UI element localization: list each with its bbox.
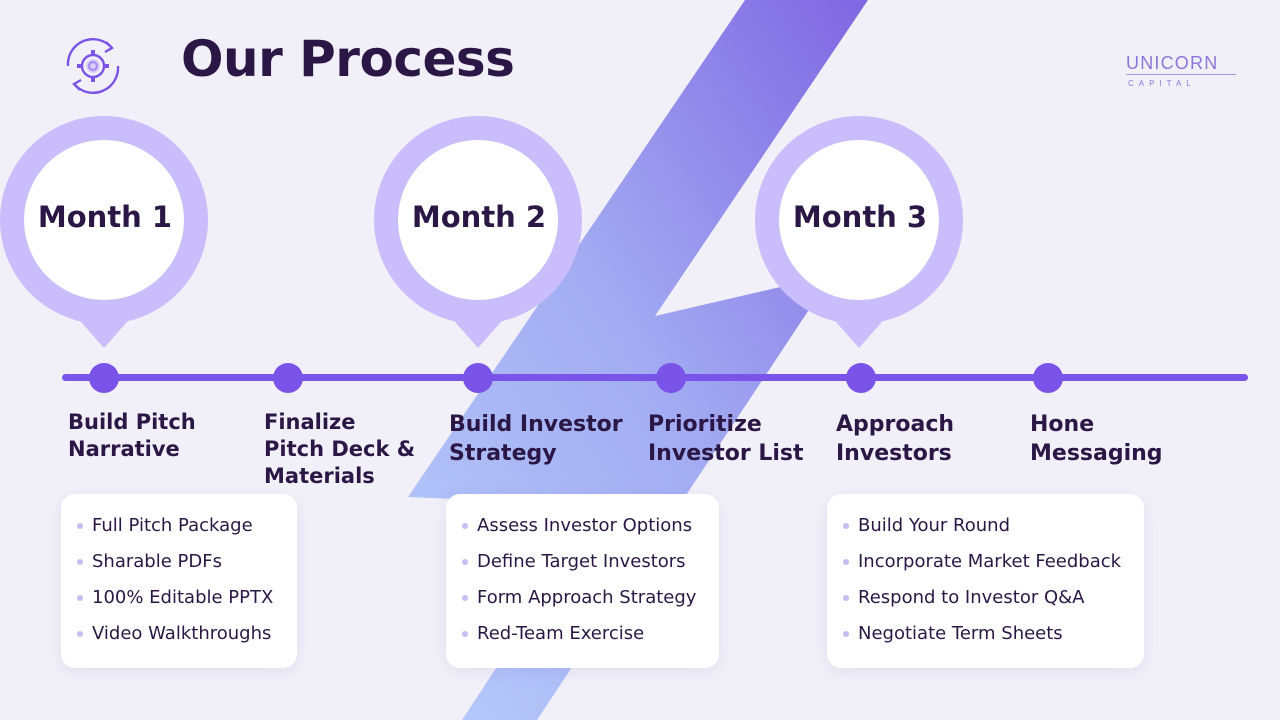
step-label-line: Strategy [449, 441, 557, 466]
step-label-line: Investors [836, 441, 952, 466]
map-pin-icon [0, 116, 208, 348]
step-label-line: Investor List [648, 441, 804, 466]
timeline-dot [1033, 363, 1063, 393]
page-title: Our Process [181, 30, 515, 88]
logo-subtitle: CAPITAL [1128, 79, 1196, 88]
month-pin-3: Month 3 [755, 116, 965, 356]
list-item: Assess Investor Options [462, 512, 719, 548]
list-item: Sharable PDFs [77, 548, 297, 584]
list-item: Respond to Investor Q&A [843, 584, 1144, 620]
list-item: Define Target Investors [462, 548, 719, 584]
month-pin-2: Month 2 [374, 116, 584, 356]
logo-name: UNICORN [1126, 54, 1236, 75]
step-label: Hone Messaging [1030, 410, 1163, 468]
month-label: Month 1 [37, 200, 173, 234]
step-label-line: Build Pitch [68, 410, 196, 434]
list-item: Negotiate Term Sheets [843, 620, 1144, 656]
step-label-line: Messaging [1030, 441, 1163, 466]
step-label-line: Narrative [68, 437, 180, 461]
list-item: Video Walkthroughs [77, 620, 297, 656]
step-label: Finalize Pitch Deck & Materials [264, 409, 415, 490]
timeline-dot [463, 363, 493, 393]
step-label-line: Build Investor [449, 412, 623, 437]
step-label-line: Pitch Deck & [264, 437, 416, 461]
step-label-line: Prioritize [648, 412, 762, 437]
month-pin-1: Month 1 [0, 116, 210, 356]
deliverables-card-month-1: Full Pitch Package Sharable PDFs 100% Ed… [61, 494, 297, 668]
timeline-dot [89, 363, 119, 393]
step-label: Build Investor Strategy [449, 410, 623, 468]
deliverables-card-month-2: Assess Investor Options Define Target In… [446, 494, 719, 668]
list-item: Full Pitch Package [77, 512, 297, 548]
timeline-line [62, 374, 1248, 381]
timeline-dot [846, 363, 876, 393]
timeline-dot [656, 363, 686, 393]
map-pin-icon [374, 116, 582, 348]
map-pin-icon [755, 116, 963, 348]
step-label: Build Pitch Narrative [68, 409, 196, 463]
step-label-line: Finalize [264, 410, 356, 434]
month-label: Month 3 [792, 200, 928, 234]
step-label-line: Hone [1030, 412, 1095, 437]
deliverables-card-month-3: Build Your Round Incorporate Market Feed… [827, 494, 1144, 668]
list-item: 100% Editable PPTX [77, 584, 297, 620]
step-label-line: Approach [836, 412, 955, 437]
timeline-dot [273, 363, 303, 393]
list-item: Red-Team Exercise [462, 620, 719, 656]
unicorn-capital-logo: UNICORN CAPITAL [1126, 54, 1236, 88]
list-item: Build Your Round [843, 512, 1144, 548]
step-label-line: Materials [264, 464, 375, 488]
month-label: Month 2 [411, 200, 547, 234]
list-item: Form Approach Strategy [462, 584, 719, 620]
step-label: Approach Investors [836, 410, 954, 468]
step-label: Prioritize Investor List [648, 410, 804, 468]
gear-cycle-icon [66, 38, 120, 94]
list-item: Incorporate Market Feedback [843, 548, 1144, 584]
